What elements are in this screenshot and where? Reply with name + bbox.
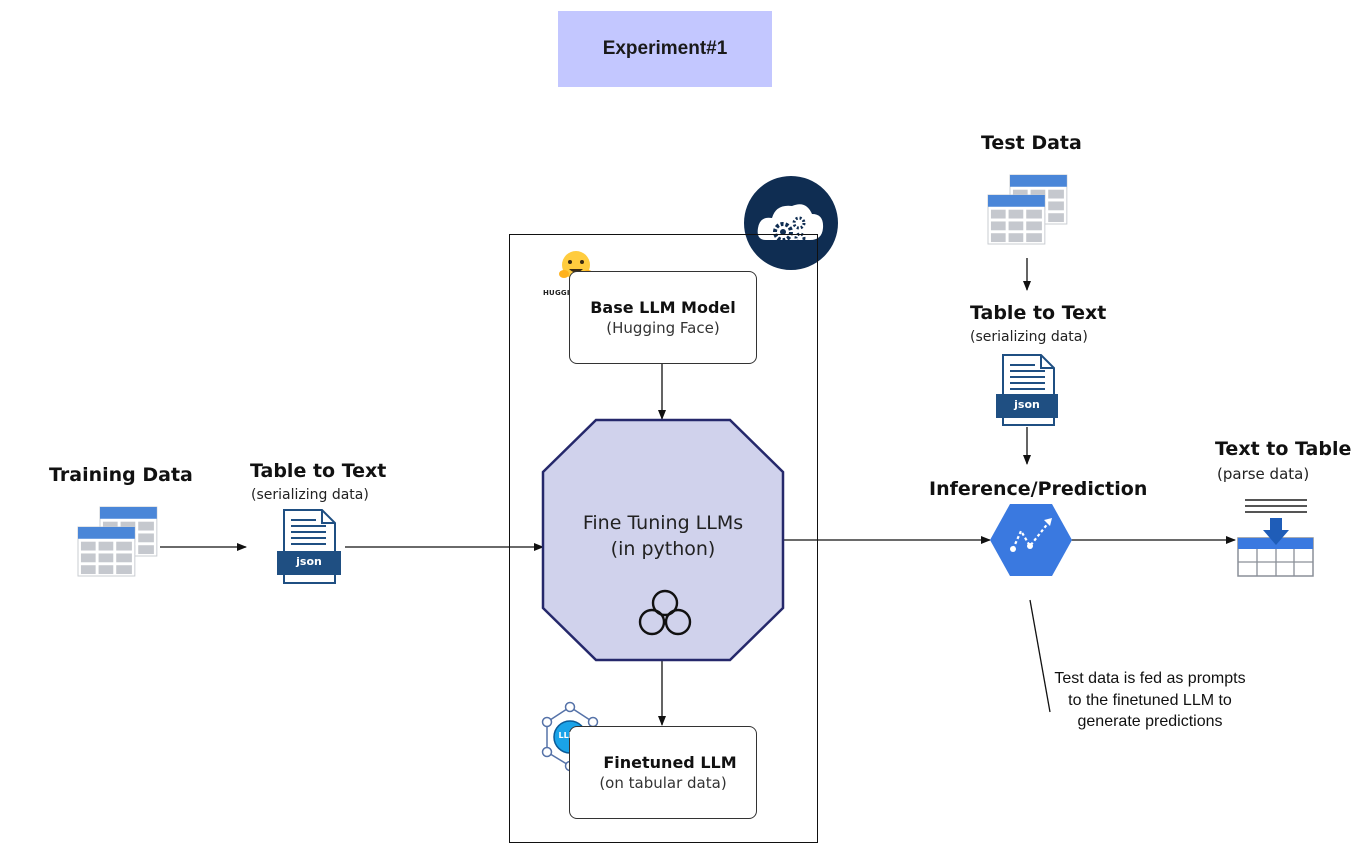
annotation-note: Test data is fed as prompts to the finet… <box>1054 670 1246 730</box>
cloud-gears-icon <box>742 174 840 272</box>
fine-tuning-text: Fine Tuning LLMs (in python) <box>543 510 783 562</box>
llms-badge-text: LLMs <box>558 731 582 740</box>
fine-tuning-line1: Fine Tuning LLMs <box>582 512 744 534</box>
text-to-table-sub: (parse data) <box>1217 465 1310 483</box>
base-llm-model-sub: (Hugging Face) <box>606 319 720 337</box>
note-pointer-line <box>1029 599 1051 713</box>
test-data-label: Test Data <box>981 132 1082 154</box>
inference-hexagon-icon <box>990 504 1072 576</box>
text-to-table-label: Text to Table <box>1215 438 1352 460</box>
json-document-icon-right <box>996 354 1058 426</box>
experiment-title: Experiment#1 <box>558 11 772 87</box>
table-to-text-right-sub: (serializing data) <box>970 329 1088 345</box>
table-to-text-left-sub: (serializing data) <box>251 487 369 503</box>
base-llm-model-box: Base LLM Model (Hugging Face) <box>569 271 757 364</box>
finetuned-llm-sub: (on tabular data) <box>599 774 727 792</box>
fine-tuning-octagon <box>541 418 785 662</box>
text-to-table-icon <box>1237 499 1314 577</box>
cloud-container-box <box>509 234 818 843</box>
json-label-left: json <box>296 555 322 568</box>
training-data-label: Training Data <box>49 464 193 486</box>
finetuned-llm-label: Finetuned LLM <box>603 753 737 772</box>
json-document-icon-left <box>277 509 341 584</box>
training-table-icon <box>77 506 158 577</box>
json-label-right: json <box>1014 398 1040 411</box>
test-table-icon <box>987 174 1068 245</box>
inference-prediction-label: Inference/Prediction <box>929 478 1148 500</box>
table-to-text-right-label: Table to Text <box>970 302 1107 324</box>
refresh-cycle-icon <box>638 589 692 636</box>
table-to-text-left-label: Table to Text <box>250 460 387 482</box>
base-llm-model-label: Base LLM Model <box>590 298 736 317</box>
fine-tuning-line2: (in python) <box>610 538 716 560</box>
finetuned-llm-box: Finetuned LLM (on tabular data) <box>569 726 757 819</box>
